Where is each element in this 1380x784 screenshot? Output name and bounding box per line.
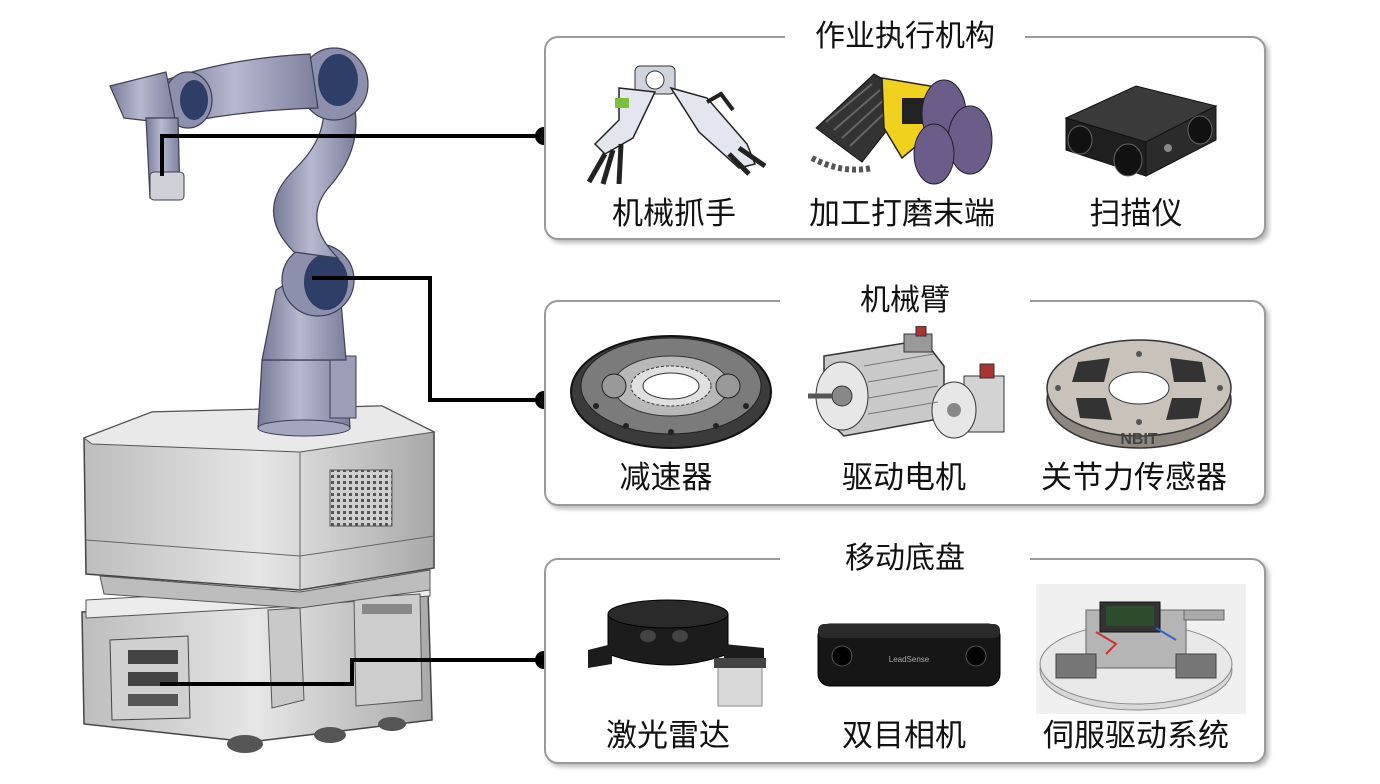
stereo-camera-icon: LeadSense (817, 623, 1001, 687)
panel-mobile-chassis: 移动底盘 激光雷达 LeadSense 双目相机 (544, 540, 1266, 764)
servo-motor-icon (808, 326, 1005, 439)
item-label: 减速器 (619, 460, 713, 496)
panel-title: 作业执行机构 (785, 18, 1025, 56)
sensor-brand-text: NBIT (1120, 431, 1158, 448)
item-scanner: 扫描仪 (1036, 58, 1236, 238)
connector-chassis (160, 658, 544, 686)
reducer-icon (570, 335, 772, 449)
item-label: 加工打磨末端 (809, 196, 995, 232)
item-label: 驱动电机 (842, 460, 966, 496)
grinding-end-icon (810, 73, 993, 185)
connector-end-effector (160, 134, 544, 176)
connector-arm (312, 276, 544, 402)
item-joint-torque-sensor: NBIT 关节力传感器 (1034, 326, 1234, 506)
item-label: 机械抓手 (612, 196, 736, 232)
scanner-icon (1064, 85, 1218, 177)
item-label: 激光雷达 (606, 718, 730, 754)
item-lidar: 激光雷达 (568, 584, 768, 764)
gripper-icon (586, 65, 767, 185)
camera-brand-text: LeadSense (889, 655, 930, 664)
lidar-icon (588, 599, 766, 707)
item-label: 扫描仪 (1089, 196, 1183, 232)
panel-robot-arm: 机械臂 减速器 (544, 282, 1266, 506)
item-label: 关节力传感器 (1041, 460, 1227, 496)
item-servo-drive-system: 伺服驱动系统 (1036, 584, 1246, 764)
item-gripper: 机械抓手 (574, 58, 774, 238)
mobile-manipulator-robot-illustration (81, 47, 436, 753)
item-label: 双目相机 (842, 718, 966, 754)
item-servo-motor: 驱动电机 (804, 326, 1005, 506)
panel-title: 移动底盘 (780, 540, 1030, 578)
joint-torque-sensor-icon: NBIT (1046, 339, 1232, 449)
servo-drive-system-icon (1036, 584, 1246, 714)
robot-arm (109, 47, 369, 437)
panel-title: 机械臂 (780, 282, 1030, 320)
item-stereo-camera: LeadSense 双目相机 (804, 584, 1004, 764)
panel-end-effectors: 作业执行机构 机械抓手 加工打磨末端 (544, 18, 1266, 240)
item-label: 伺服驱动系统 (1043, 718, 1229, 754)
item-grinding-end: 加工打磨末端 (802, 58, 1002, 238)
item-reducer: 减速器 (566, 326, 772, 506)
